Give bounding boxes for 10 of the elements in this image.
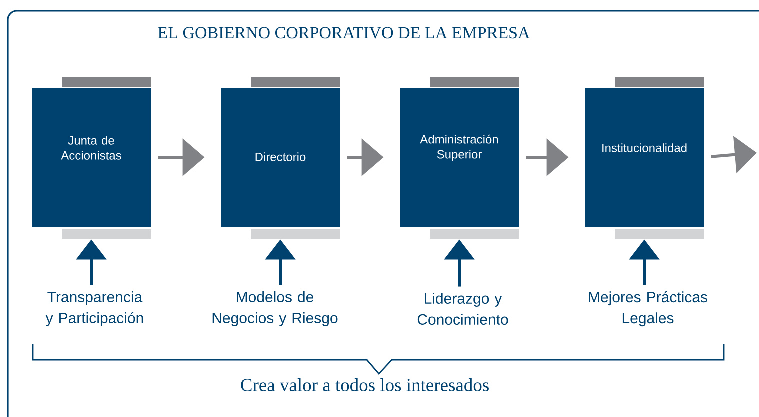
process-box: Institucionalidad [585, 77, 704, 239]
input-label: Liderazgo y Conocimiento [418, 293, 508, 325]
caption-text: Crea valor a todos los interesados [241, 378, 489, 392]
input-label: Transparencia y Participación [46, 292, 144, 326]
input-label: Mejores Prácticas Legales [589, 291, 708, 327]
title: EL GOBIERNO CORPORATIVO DE LA EMPRESA [158, 27, 530, 39]
input-label: Modelos de Negocios y Riesgo [212, 292, 338, 326]
process-box: Directorio [221, 77, 340, 239]
process-box: Administración Superior [400, 77, 519, 239]
process-box: Junta de Accionistas [32, 77, 151, 239]
